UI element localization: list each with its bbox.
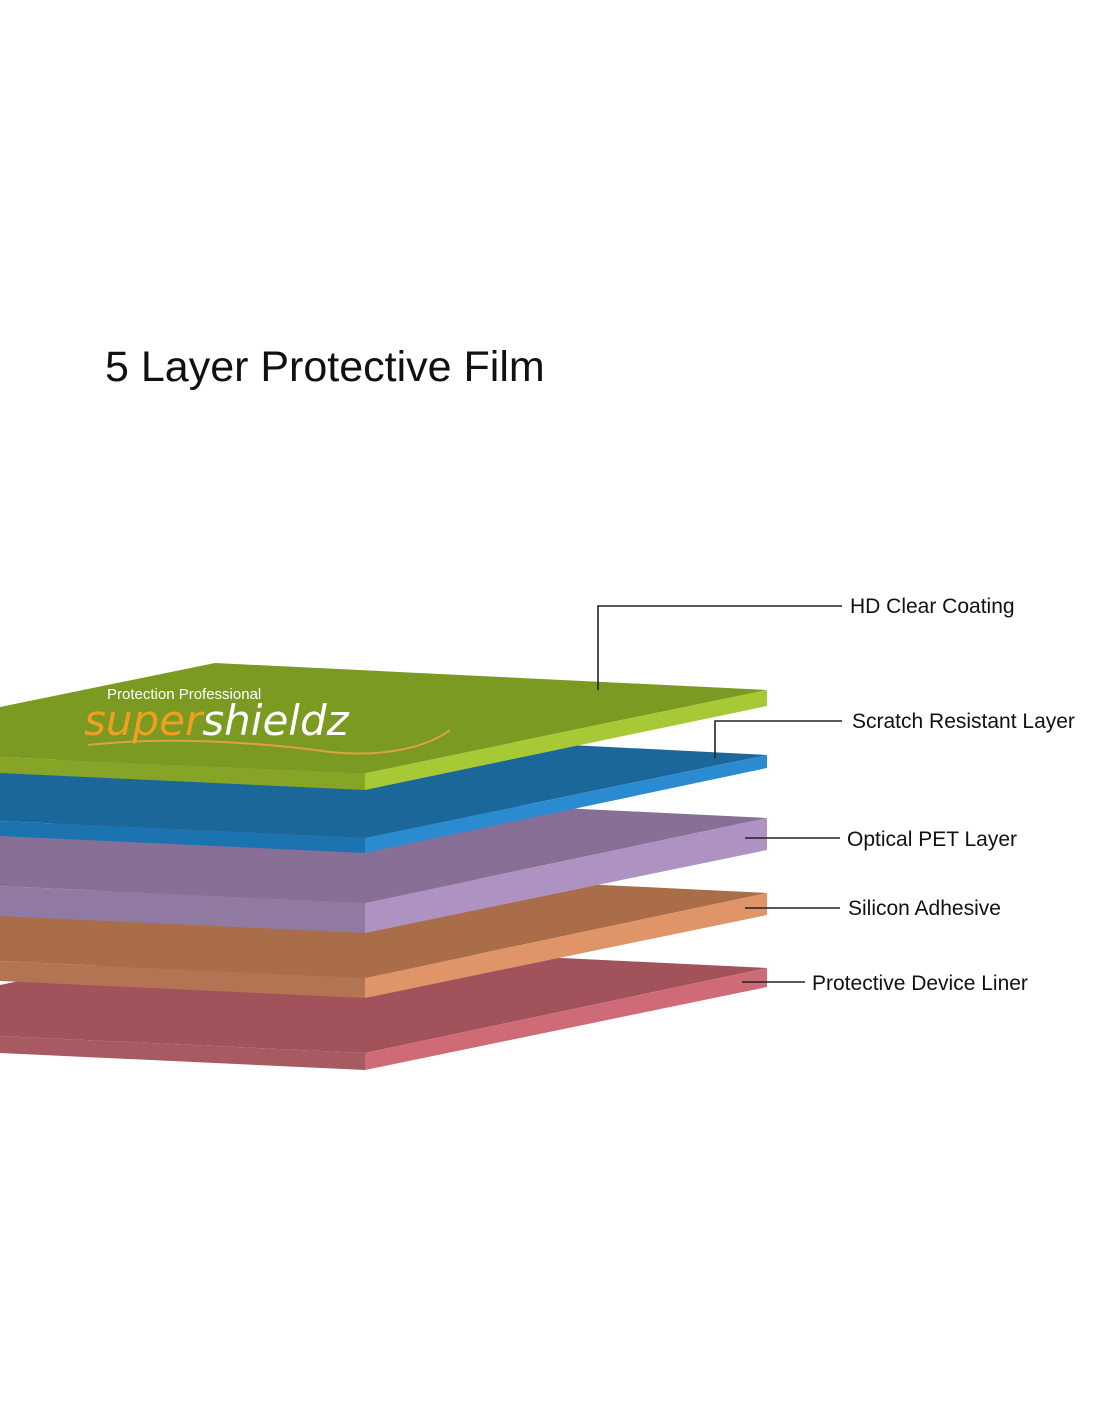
page-title: 5 Layer Protective Film <box>105 343 545 391</box>
logo-swoosh <box>87 729 451 755</box>
layer-side-face <box>0 961 365 998</box>
label-silicon-adhesive: Silicon Adhesive <box>848 897 1001 920</box>
layer-hd-clear-coating <box>0 663 767 790</box>
supershieldz-logo: Protection Professional supershieldz <box>84 686 451 755</box>
layer-side-face <box>0 886 365 933</box>
leader-lines <box>597 605 842 983</box>
label-protective-device-liner: Protective Device Liner <box>812 972 1028 995</box>
layer-side-face <box>0 757 365 790</box>
logo-brand-part2: shieldz <box>202 696 349 745</box>
label-optical-pet-layer: Optical PET Layer <box>847 828 1017 851</box>
layer-edge-face <box>365 968 767 1070</box>
label-hd-clear-coating: HD Clear Coating <box>850 595 1015 618</box>
logo-brand-part1: super <box>84 696 205 745</box>
label-scratch-resistant-layer: Scratch Resistant Layer <box>852 710 1075 733</box>
layer-side-face <box>0 821 365 853</box>
leader-line-hd-clear <box>597 605 842 690</box>
layer-edge-face <box>365 755 767 853</box>
layer-side-face <box>0 1036 365 1070</box>
layer-edge-face <box>365 893 767 998</box>
logo-brand: supershieldz <box>84 696 350 745</box>
layer-edge-face <box>365 818 767 933</box>
layer-edge-face <box>365 690 767 790</box>
logo-tagline: Protection Professional <box>107 686 261 703</box>
layer-top-face <box>0 663 767 773</box>
leader-line-scratch <box>714 720 842 758</box>
